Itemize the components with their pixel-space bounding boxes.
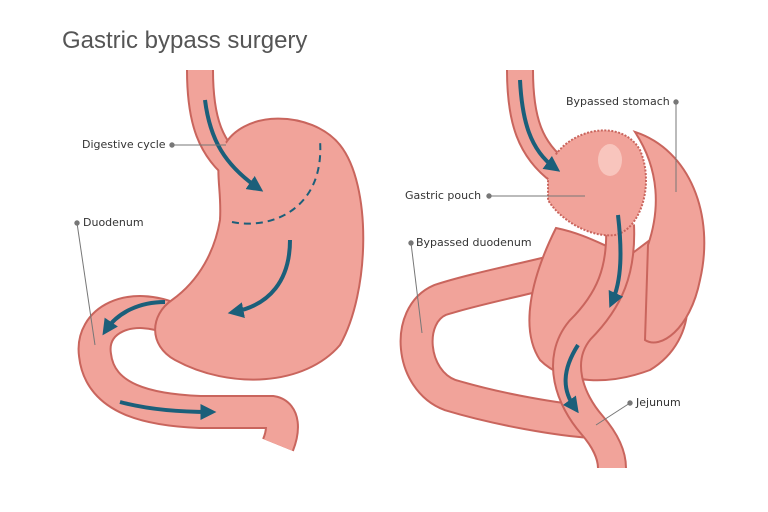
arrow (227, 239, 292, 319)
label-duodenum: Duodenum (83, 216, 144, 229)
arrow (203, 99, 264, 192)
pouch-dashed-line (231, 139, 322, 225)
leader-lines (74, 99, 679, 426)
arrow (119, 400, 217, 420)
normal-stomach (77, 69, 365, 452)
label-jejunum: Jejunum (636, 396, 681, 409)
bypass-stomach (399, 69, 706, 469)
label-gastric-pouch: Gastric pouch (405, 189, 482, 202)
arrow (102, 300, 166, 336)
label-bypassed-duodenum: Bypassed duodenum (416, 236, 532, 249)
stomach-body (154, 117, 365, 381)
bypassed-stomach-upper (632, 130, 706, 344)
arrow (608, 214, 624, 308)
gastric-pouch (547, 129, 647, 237)
label-bypassed-stomach: Bypassed stomach (566, 95, 670, 108)
label-digestive-cycle: Digestive cycle (82, 138, 166, 151)
arrow (518, 79, 561, 172)
arrow (562, 343, 580, 414)
diagram-title: Gastric bypass surgery (62, 27, 308, 54)
